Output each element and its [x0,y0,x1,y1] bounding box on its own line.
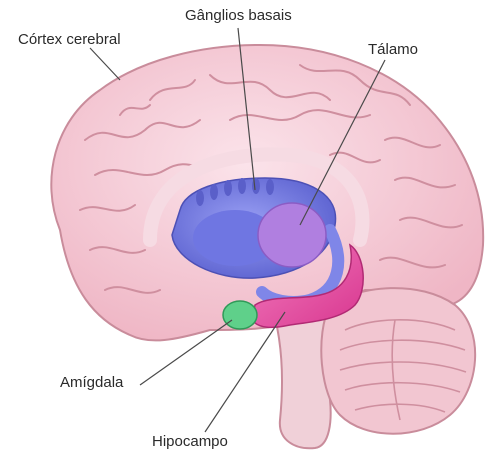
leader-cortex [90,48,120,80]
label-talamo: Tálamo [368,41,418,59]
label-hipocampo: Hipocampo [152,433,228,451]
amigdala-shape [223,301,257,329]
label-amigdala: Amígdala [60,374,123,392]
label-cortex-cerebral: Córtex cerebral [18,31,121,49]
talamo-shape [258,203,326,267]
label-ganglios-basais: Gânglios basais [185,7,292,25]
